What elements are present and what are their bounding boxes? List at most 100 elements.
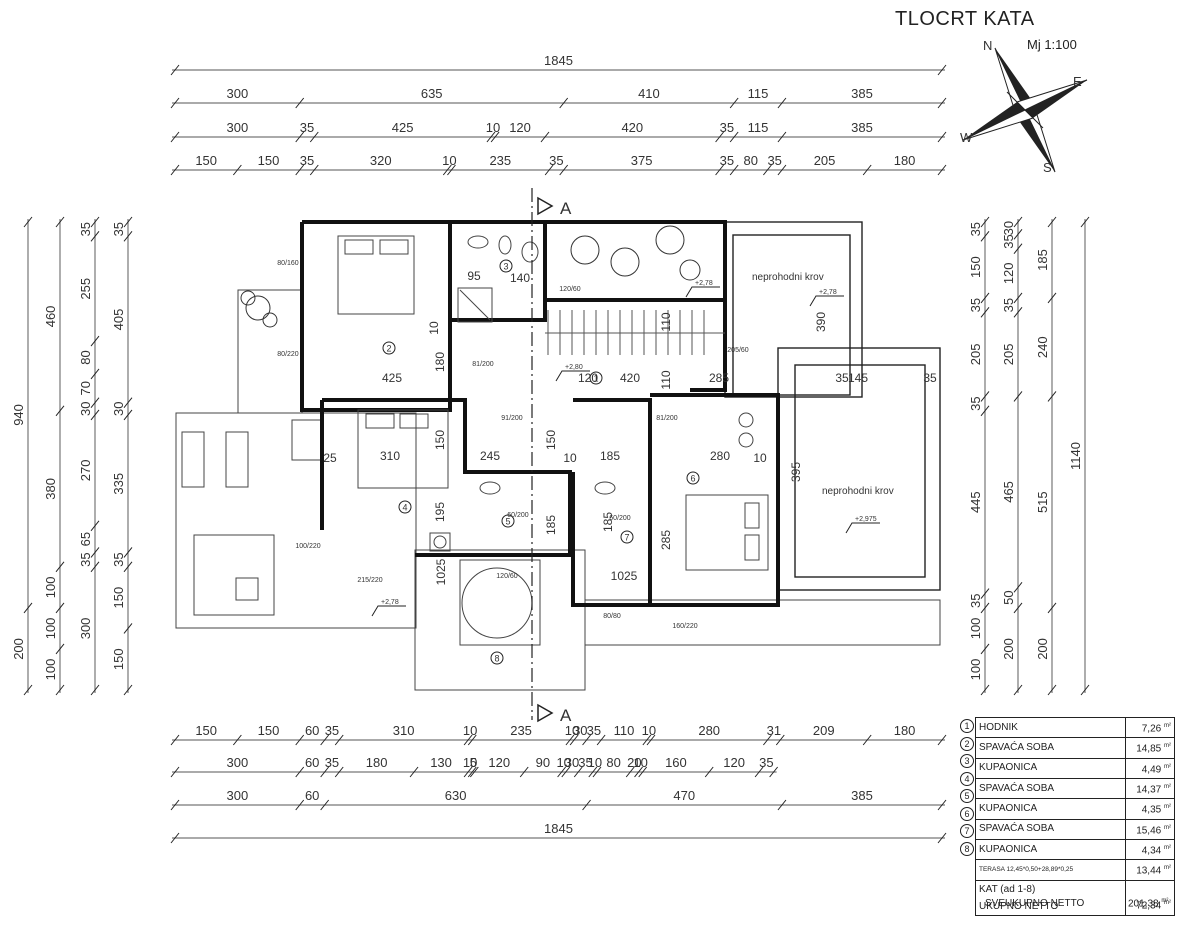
dimension-label: 320 xyxy=(370,153,392,168)
dimension-label: 150 xyxy=(195,153,217,168)
inner-dimension: 25 xyxy=(323,451,337,465)
dimension-label: 280 xyxy=(698,723,720,738)
dimension-tick xyxy=(980,391,990,402)
room-area: 13,44 m² xyxy=(1125,859,1175,881)
dimension-label: 115 xyxy=(748,86,769,101)
dimension-label: 300 xyxy=(78,618,93,640)
dimension-label: 50 xyxy=(1001,590,1016,604)
dimension-label: 35 xyxy=(111,552,126,566)
room-name: SPAVAĆA SOBA xyxy=(975,777,1126,800)
door-label: 91/200 xyxy=(501,415,523,422)
dimension-label: 100 xyxy=(43,659,58,681)
dimension-tick xyxy=(170,766,180,778)
dimension-tick xyxy=(90,561,100,573)
room-area: 15,46 m² xyxy=(1125,818,1175,840)
dimension-label: 1140 xyxy=(1068,442,1083,470)
room-area: 4,49 m² xyxy=(1125,757,1175,779)
dimension-tick xyxy=(937,131,947,143)
dimension-label: 150 xyxy=(195,723,217,738)
dimension-tick xyxy=(1080,216,1090,228)
dimension-label: 1845 xyxy=(544,53,573,68)
dimension-label: 940 xyxy=(11,404,26,426)
door-label: 80/80 xyxy=(603,613,621,620)
door-label: 120/60 xyxy=(496,573,518,580)
dimension-label: 235 xyxy=(489,153,511,168)
dimension-label: 150 xyxy=(111,587,126,609)
dimension-label: 65 xyxy=(78,532,93,546)
inner-dimension: 280 xyxy=(710,449,730,463)
room-area: 4,35 m² xyxy=(1125,798,1175,820)
furniture xyxy=(337,235,769,571)
dimension-tick xyxy=(23,216,33,228)
inner-dimension: 285 xyxy=(709,371,729,385)
dimension-tick xyxy=(90,216,100,228)
dimension-label: 635 xyxy=(421,86,443,101)
dimension-tick xyxy=(295,766,305,778)
door-labels: 80/16080/22081/20091/200100/220215/22020… xyxy=(277,260,749,630)
dimension-label: 80 xyxy=(744,153,758,168)
dimension-tick xyxy=(777,131,787,143)
dimension-label: 255 xyxy=(78,278,93,300)
legend-number: 3 xyxy=(960,754,974,768)
room-number-circle xyxy=(620,530,634,544)
dimension-label: 35 xyxy=(578,755,592,770)
dimension-label: 405 xyxy=(111,309,126,331)
room-name: KUPAONICA xyxy=(975,838,1126,861)
dimension-label: 375 xyxy=(631,153,653,168)
dimension-tick xyxy=(170,799,180,811)
legend-number: 1 xyxy=(960,719,974,733)
room-number: 3 xyxy=(503,262,508,272)
dimension-label: 90 xyxy=(536,755,550,770)
dimension-tick xyxy=(55,561,65,573)
dimension-tick xyxy=(540,131,550,143)
dimension-tick xyxy=(1047,216,1057,228)
room-number: 4 xyxy=(402,503,407,513)
inner-dimension: 390 xyxy=(814,312,828,332)
dimension-tick xyxy=(90,335,100,347)
dimension-label: 10 xyxy=(556,755,570,770)
dimension-label: 150 xyxy=(258,723,280,738)
dimension-label: 30 xyxy=(111,402,126,416)
dimension-tick xyxy=(90,684,100,696)
dimension-label: 35 xyxy=(587,723,601,738)
dimension-tick xyxy=(55,216,65,228)
dimension-label: 120 xyxy=(509,120,531,135)
dimension-label: 180 xyxy=(894,723,916,738)
dimension-tick xyxy=(559,164,569,176)
dimension-tick xyxy=(295,164,305,176)
dimension-label: 209 xyxy=(813,723,835,738)
inner-dimension: 150 xyxy=(544,430,558,450)
dimension-label: 60 xyxy=(305,788,319,803)
inner-dimension: 95 xyxy=(467,269,481,283)
dimension-label: 160 xyxy=(665,755,687,770)
dimension-label: 35 xyxy=(78,222,93,236)
dimension-label: 35 xyxy=(759,755,773,770)
compass-w: W xyxy=(960,130,973,145)
dimension-label: 60 xyxy=(305,755,319,770)
dimension-tick xyxy=(937,64,947,76)
dimension-tick xyxy=(90,409,100,421)
dimension-tick xyxy=(490,131,500,143)
dimension-label: 300 xyxy=(227,86,249,101)
dimension-tick xyxy=(334,766,344,778)
dimension-tick xyxy=(565,734,575,746)
dimension-tick xyxy=(1013,391,1023,402)
dimension-tick xyxy=(23,684,33,696)
dimension-tick xyxy=(729,131,739,143)
compass-e: E xyxy=(1073,74,1082,89)
dimension-label: 150 xyxy=(111,648,126,670)
dimension-label: 35 xyxy=(968,222,983,236)
dimension-tick xyxy=(588,766,598,778)
dimension-tick xyxy=(232,164,242,176)
dimension-label: 300 xyxy=(227,120,249,135)
room-name: SPAVAĆA SOBA xyxy=(975,818,1126,840)
dimension-label: 60 xyxy=(305,723,319,738)
dimension-label: 460 xyxy=(43,306,58,328)
dimension-tick xyxy=(980,643,990,655)
dimension-tick xyxy=(777,97,787,109)
room-name: SPAVAĆA SOBA xyxy=(975,737,1126,759)
